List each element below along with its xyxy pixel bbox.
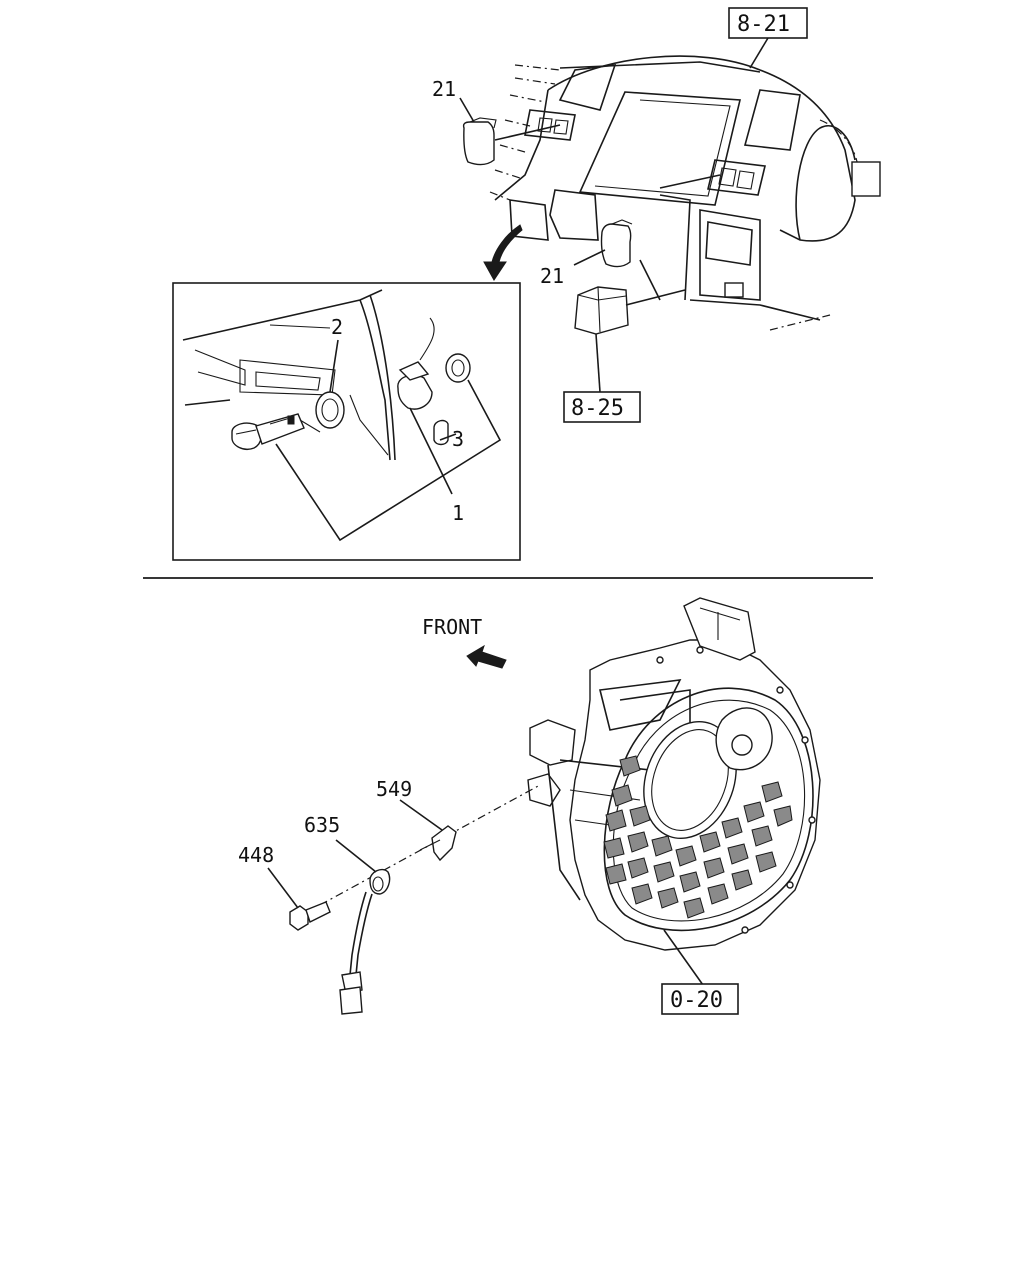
switch-21-lower-label: 21 <box>540 264 564 288</box>
label-549: 549 <box>376 777 412 801</box>
flywheel-housing <box>527 597 821 951</box>
ref-box-0-20: 0-20 <box>661 929 739 1015</box>
detail-label-3: 3 <box>452 427 464 451</box>
label-448: 448 <box>238 843 274 867</box>
front-arrow-icon <box>466 644 507 669</box>
detail-label-2: 2 <box>331 315 343 339</box>
detail-inset: 2 3 1 <box>172 282 521 561</box>
detail-label-1: 1 <box>452 501 464 525</box>
switch-21-upper-label: 21 <box>432 77 456 101</box>
ref-8-25-text: 8-25 <box>571 396 624 421</box>
front-indicator: FRONT <box>422 615 507 669</box>
cover-piece <box>574 286 686 393</box>
housing-rib-grid <box>603 755 793 919</box>
switch-21-upper: 21 <box>432 77 497 166</box>
label-635: 635 <box>304 813 340 837</box>
switch-21-lower: 21 <box>540 219 633 288</box>
dashboard-assembly <box>489 55 881 331</box>
sensor-assembly: 549 635 448 <box>238 777 541 1015</box>
ref-box-8-21: 8-21 <box>728 7 808 69</box>
detail-pointer-arrow-icon <box>483 224 523 281</box>
ref-box-8-25: 8-25 <box>563 391 641 423</box>
ref-8-21-text: 8-21 <box>737 12 790 37</box>
ref-0-20-text: 0-20 <box>670 988 723 1013</box>
front-label: FRONT <box>422 615 482 639</box>
